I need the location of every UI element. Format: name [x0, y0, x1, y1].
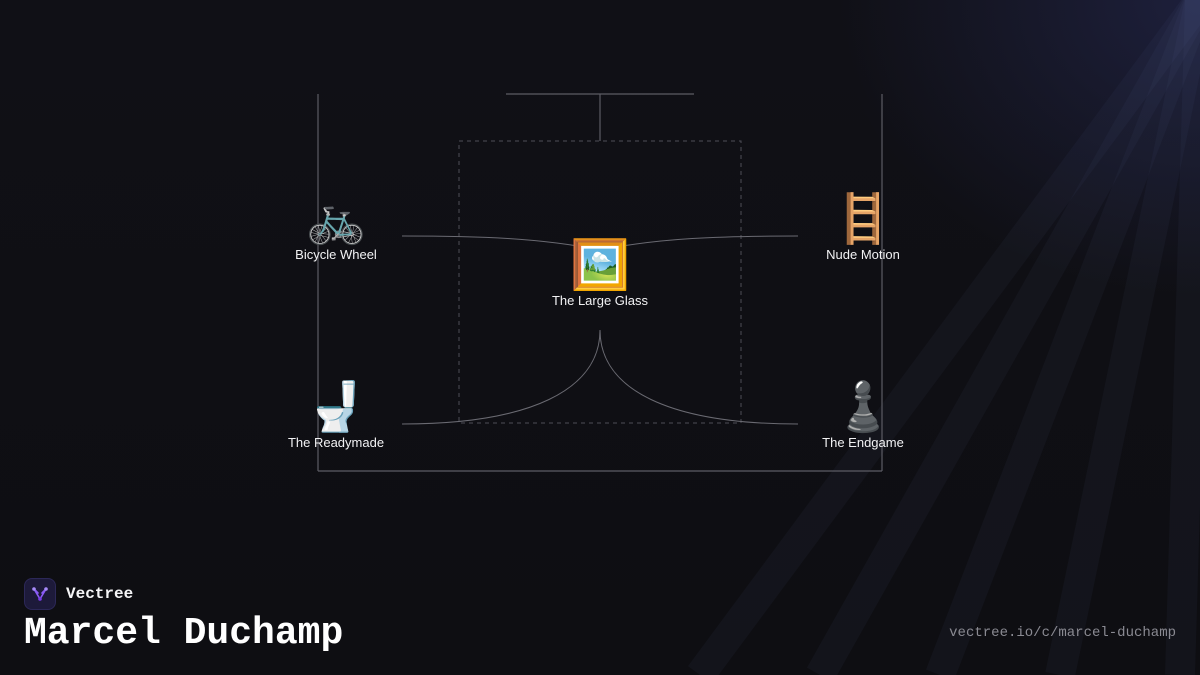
node-label: The Readymade: [287, 435, 385, 450]
node-label: The Endgame: [822, 435, 904, 450]
node-label: The Large Glass: [551, 293, 649, 308]
edge-bicycle-wheel: [401, 235, 601, 251]
node-the-readymade[interactable]: 🚽 The Readymade: [256, 380, 416, 452]
toilet-icon: 🚽: [306, 379, 366, 435]
bicycle-icon: 🚲: [306, 191, 366, 247]
brand[interactable]: Vectree: [24, 577, 133, 611]
edge-the-readymade: [401, 329, 601, 425]
branch-network-icon: [32, 587, 48, 601]
node-label: Bicycle Wheel: [295, 247, 377, 262]
edge-the-endgame: [599, 329, 799, 425]
framed-picture-icon: 🖼️: [570, 237, 630, 293]
brand-name: Vectree: [66, 585, 134, 603]
ladder-icon: 🪜: [833, 191, 893, 247]
node-label: Nude Motion: [826, 247, 900, 262]
node-the-endgame[interactable]: ♟️ The Endgame: [783, 380, 943, 452]
node-nude-motion[interactable]: 🪜 Nude Motion: [783, 192, 943, 264]
node-bicycle-wheel[interactable]: 🚲 Bicycle Wheel: [256, 192, 416, 264]
chess-pawn-icon: ♟️: [833, 379, 893, 435]
brand-logo: [24, 578, 56, 610]
page-url[interactable]: vectree.io/c/marcel-duchamp: [949, 625, 1176, 641]
edge-nude-motion: [599, 235, 799, 251]
page-title: Marcel Duchamp: [24, 612, 344, 655]
center-dashed-box: [458, 140, 742, 424]
node-the-large-glass[interactable]: 🖼️ The Large Glass: [520, 238, 680, 310]
